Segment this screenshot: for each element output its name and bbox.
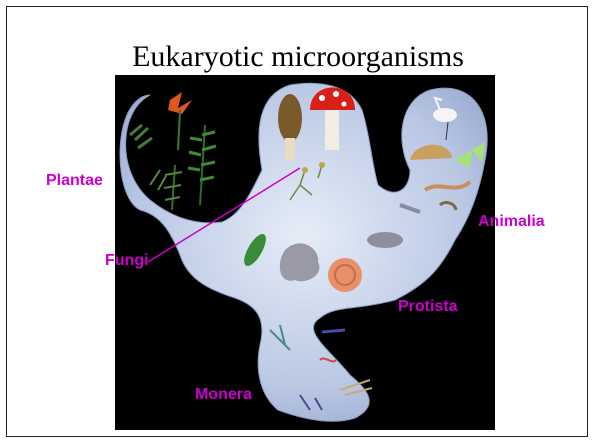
- label-plantae: Plantae: [46, 172, 103, 190]
- label-monera: Monera: [195, 386, 252, 404]
- label-fungi: Fungi: [105, 252, 149, 270]
- label-animalia: Animalia: [478, 213, 545, 231]
- fern-plant-icon: [188, 125, 216, 205]
- lily-flower-icon: [168, 92, 192, 150]
- horsetail-plant-icon: [164, 165, 182, 210]
- paramecium-icon: [367, 232, 403, 248]
- moss-plant-icon: [130, 125, 166, 190]
- foraminifera-icon: [328, 258, 362, 292]
- label-protista: Protista: [398, 298, 458, 316]
